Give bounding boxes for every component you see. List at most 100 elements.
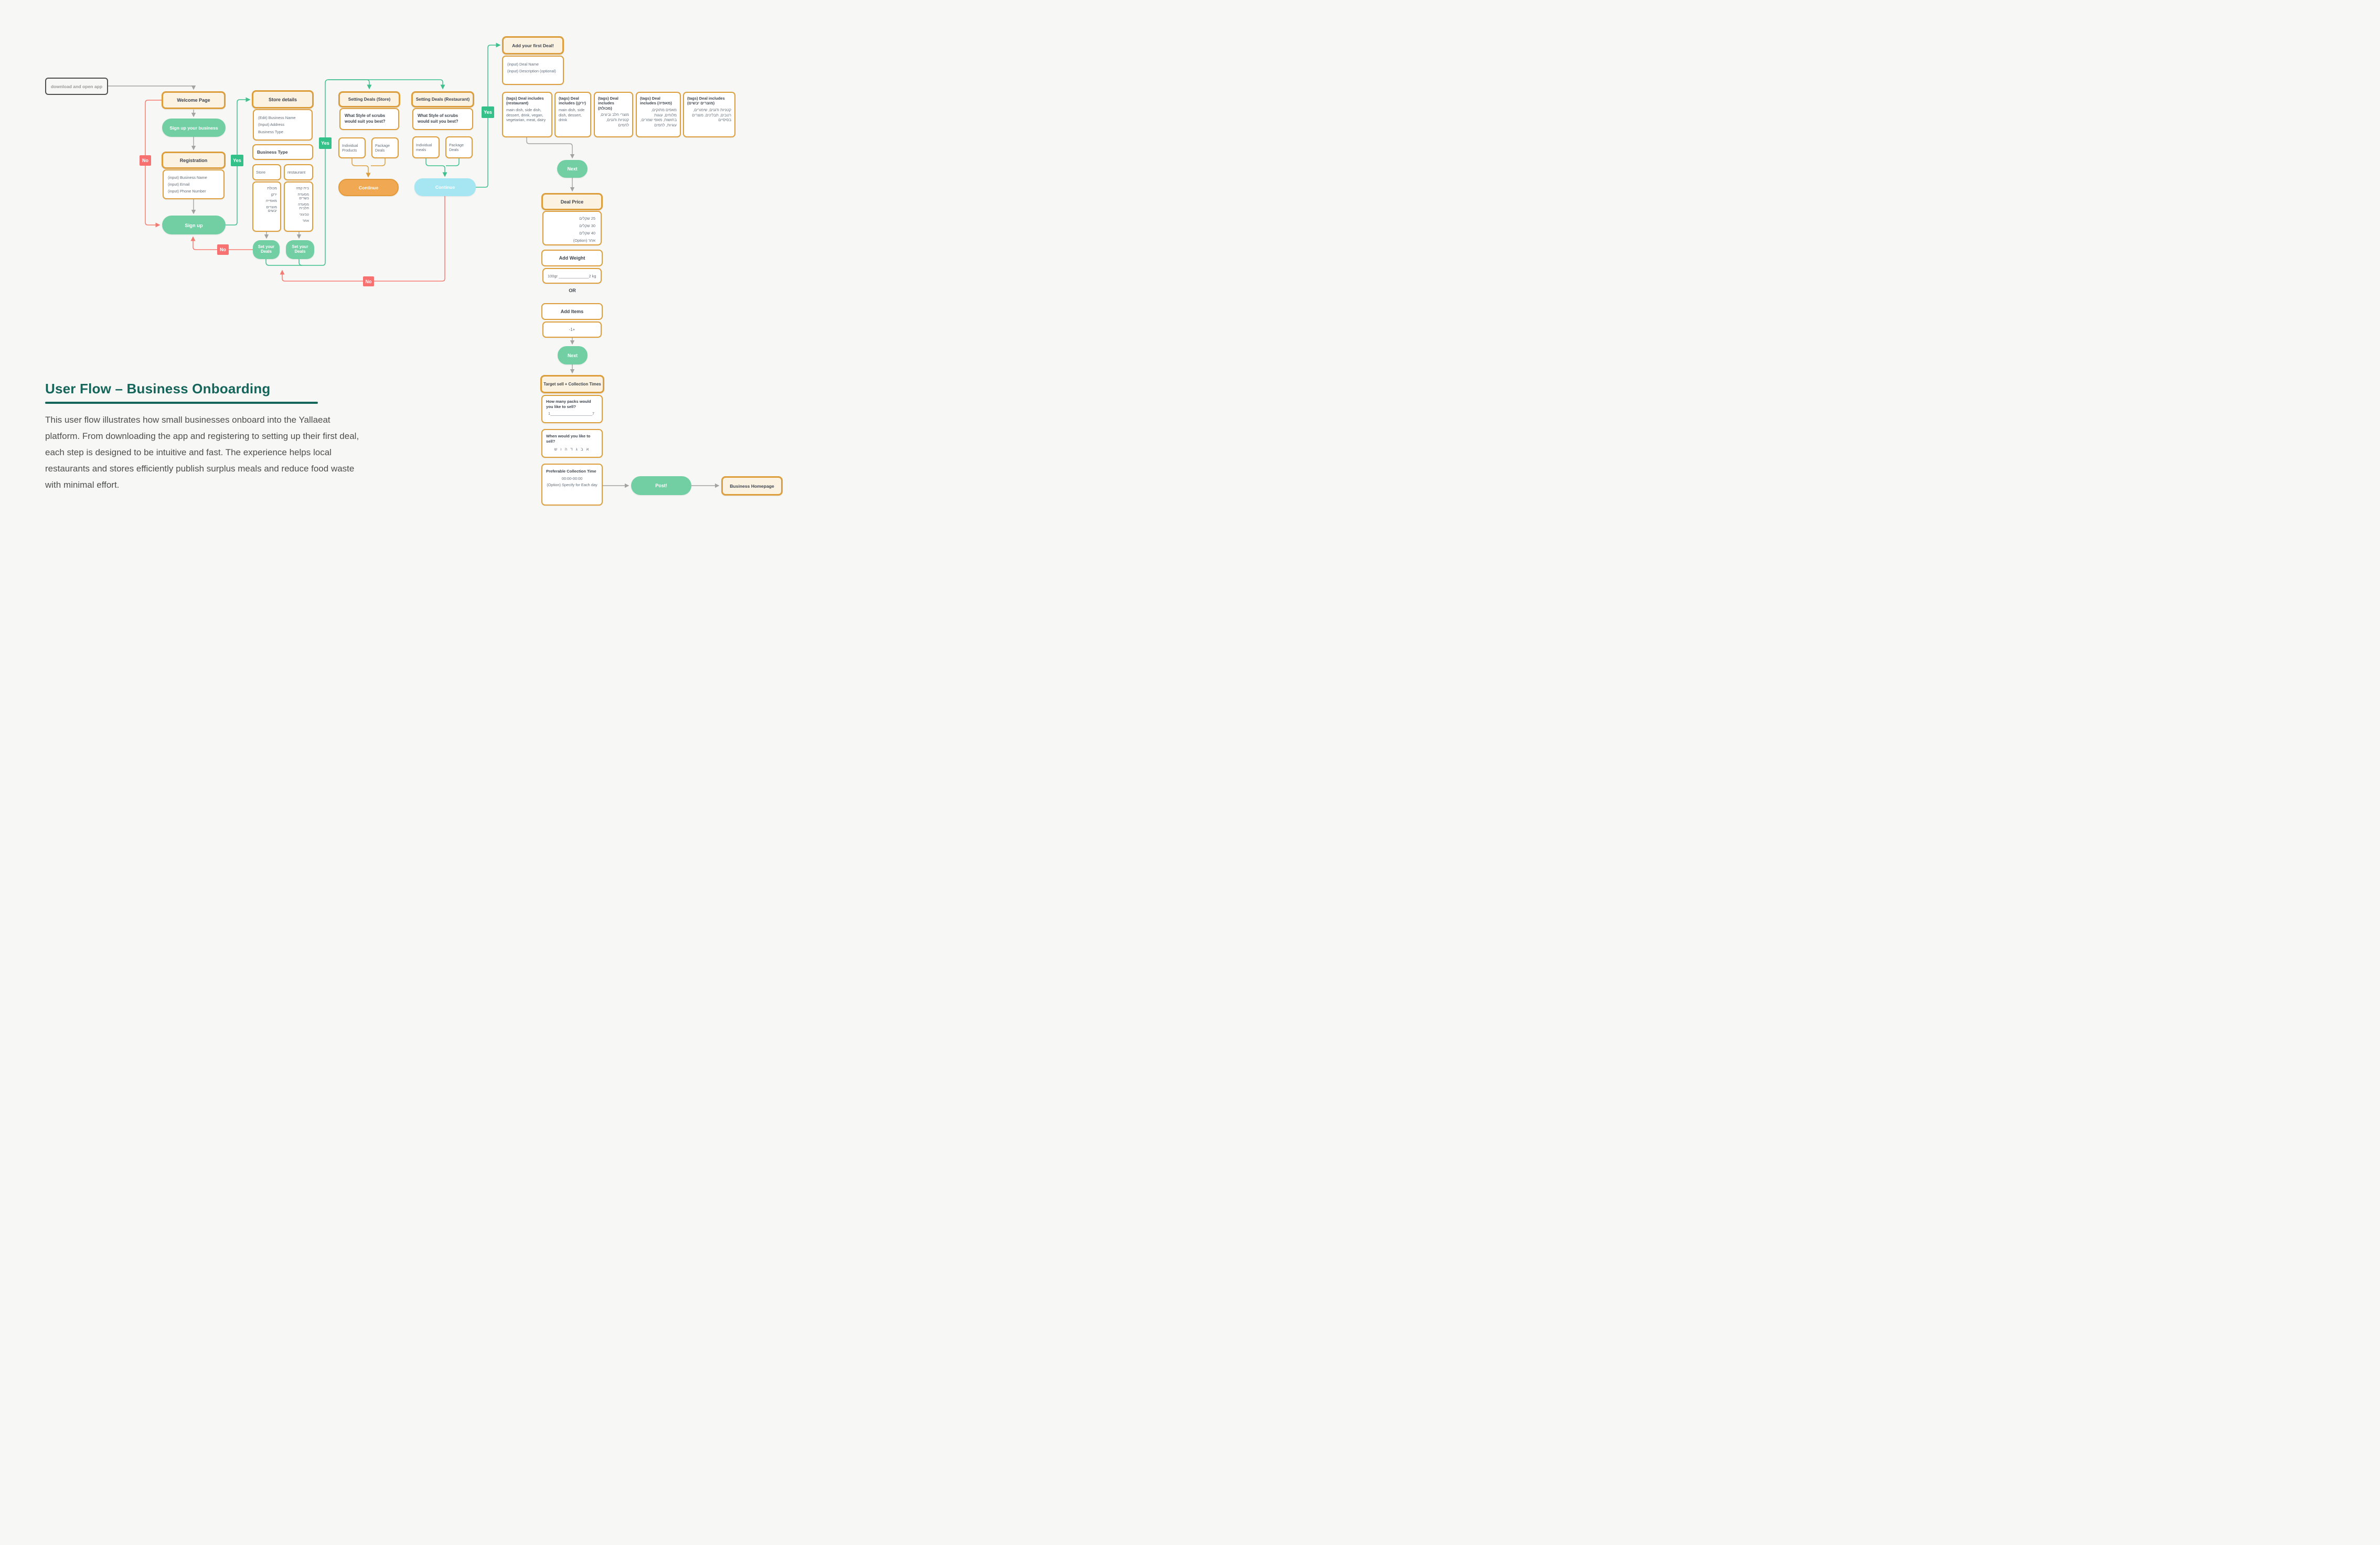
next-label: Next: [567, 352, 578, 358]
continue-restaurant-button[interactable]: Continue: [414, 178, 476, 196]
weight-range-label: 100gr ______________2 kg: [548, 273, 596, 278]
continue-restaurant-label: Continue: [435, 185, 455, 190]
store-type-label: Store: [256, 170, 266, 175]
business-type-node: Business Type: [252, 144, 313, 160]
individual-products-label: Individual Products: [342, 143, 358, 153]
deal-price-options[interactable]: 25 שקלים 30 שקלים 40 שקלים אחר (Option): [542, 211, 602, 245]
packs-question-node[interactable]: How many packs would you like to sell? 1…: [541, 395, 603, 423]
store-option[interactable]: מכולת: [267, 187, 277, 190]
tag-title: (tags) Deal includes (מוצרים יבשים): [687, 96, 725, 106]
tags-greengrocer-card: (tags) Deal includes (ירקן) main dish, s…: [554, 92, 591, 137]
store-type-node[interactable]: Store: [252, 164, 281, 180]
individual-products-option[interactable]: Individual Products: [338, 137, 366, 158]
add-items-stepper[interactable]: -1+: [542, 321, 602, 338]
package-deals-store-option[interactable]: Package Deals: [371, 137, 399, 158]
packs-range[interactable]: 1____________________7: [548, 411, 594, 416]
when-question: When would you like to sell?: [546, 434, 591, 444]
restaurant-option[interactable]: אחר: [302, 219, 309, 223]
individual-meals-label: Individual meals: [416, 142, 432, 152]
store-option[interactable]: מאפייה: [265, 199, 277, 203]
collection-option[interactable]: (Option) Specify for Each day: [547, 482, 597, 487]
no-badge-setdeals: No: [217, 244, 229, 255]
continue-store-label: Continue: [358, 185, 379, 190]
question-text: What Style of scrubs would suit you best…: [418, 113, 458, 124]
set-deals-store-button[interactable]: Set your Deals: [253, 240, 280, 259]
price-option[interactable]: 40 שקלים: [579, 231, 595, 235]
tags-bakery-card: (tags) Deal includes (מאפיה) מאפים מתוקי…: [636, 92, 681, 137]
tag-body: main dish, side dish, dessert, drink, ve…: [506, 107, 546, 123]
next-label: Next: [567, 166, 578, 171]
tag-body: קטניות ודגנים, שימורים, רטבים, תבלינים, …: [692, 107, 731, 123]
package-deals-store-label: Package Deals: [375, 143, 390, 153]
set-deals-store-label: Set your Deals: [258, 244, 275, 254]
welcome-page-node: Welcome Page: [162, 91, 226, 109]
setting-deals-restaurant-label: Setting Deals (Restaurant): [415, 97, 470, 102]
setting-deals-restaurant-node: Setting Deals (Restaurant): [411, 91, 474, 108]
registration-field-business-name: (input) Business Name: [168, 175, 207, 180]
collection-time-node[interactable]: Preferable Collection Time 00:00-00:00 (…: [541, 464, 603, 506]
add-weight-range[interactable]: 100gr ______________2 kg: [542, 268, 602, 284]
signup-business-label: Sign up your business: [169, 125, 218, 131]
add-weight-label: Add Weight: [559, 255, 585, 261]
restaurant-option[interactable]: טבעוני: [299, 213, 309, 217]
tag-body: מאפים מתוקים, מלוחים, עוגות בחושות, מאפי…: [640, 107, 677, 127]
download-open-app-label: download and open app: [50, 83, 103, 89]
yes-badge-continue: Yes: [482, 106, 494, 118]
store-field-edit-name: (Edit) Business Name: [258, 115, 296, 121]
post-button[interactable]: Post!: [631, 476, 691, 495]
page-title: User Flow – Business Onboarding: [45, 381, 271, 396]
tag-body: main dish, side dish, dessert, drink: [559, 107, 585, 123]
price-option[interactable]: אחר (Option): [573, 238, 595, 243]
store-details-label: Store details: [268, 96, 297, 102]
stepper-label: -1+: [569, 327, 575, 332]
packs-question: How many packs would you like to sell?: [546, 399, 591, 409]
next-button-1[interactable]: Next: [557, 160, 588, 178]
userflow-canvas: download and open app Welcome Page Sign …: [0, 0, 808, 534]
registration-field-email: (input) Email: [168, 181, 190, 187]
signup-button[interactable]: Sign up: [162, 216, 226, 234]
next-button-2[interactable]: Next: [558, 346, 588, 364]
title-underline: [45, 402, 318, 404]
deal-price-label: Deal Price: [560, 199, 584, 205]
package-deals-restaurant-option[interactable]: Package Deals: [445, 136, 473, 158]
store-option[interactable]: ירקן: [271, 193, 277, 197]
tags-dry-products-card: (tags) Deal includes (מוצרים יבשים) קטני…: [683, 92, 735, 137]
add-first-deal-label: Add your first Deal!: [512, 42, 554, 48]
restaurant-option[interactable]: בית קפה: [296, 187, 309, 190]
store-options-list[interactable]: מכולת ירקן מאפייה מוצרים יבשים: [252, 181, 281, 232]
when-sell-node[interactable]: When would you like to sell? א ב ג ד ה ו…: [541, 429, 603, 458]
collection-time-value[interactable]: 00:00-00:00: [561, 476, 583, 481]
no-badge-welcome: No: [140, 155, 151, 166]
tag-title: (tags) Deal includes (ירקן): [559, 96, 586, 106]
setting-deals-store-label: Setting Deals (Store): [348, 97, 391, 102]
signup-label: Sign up: [185, 222, 203, 228]
registration-fields: (input) Business Name (input) Email (inp…: [163, 169, 225, 199]
store-option[interactable]: מוצרים יבשים: [266, 206, 277, 213]
business-homepage-label: Business Homepage: [730, 483, 774, 489]
setting-deals-store-question: What Style of scrubs would suit you best…: [339, 108, 399, 130]
continue-store-button[interactable]: Continue: [338, 179, 399, 196]
tag-title: (tags) Deal includes (restaurant): [506, 96, 544, 106]
yes-badge-business-type: Yes: [319, 137, 332, 149]
page-description: This user flow illustrates how small bus…: [45, 415, 359, 490]
registration-node: Registration: [162, 152, 226, 169]
price-option[interactable]: 30 שקלים: [579, 223, 595, 228]
restaurant-option[interactable]: מסעדה חלבית: [298, 203, 309, 210]
restaurant-options-list[interactable]: בית קפה מסעדת בשרים מסעדה חלבית טבעוני א…: [284, 181, 313, 232]
store-details-node: Store details: [252, 90, 314, 109]
price-option[interactable]: 25 שקלים: [579, 216, 595, 221]
store-details-fields: (Edit) Business Name (Input) Address Bus…: [253, 109, 313, 141]
deal-price-node: Deal Price: [541, 193, 603, 210]
no-badge-continue: No: [363, 276, 374, 286]
restaurant-type-node[interactable]: restaurant: [284, 164, 313, 180]
set-deals-restaurant-button[interactable]: Set your Deals: [286, 240, 314, 259]
days-selector[interactable]: א ב ג ד ה ו ש: [554, 446, 590, 452]
business-type-label: Business Type: [257, 149, 288, 155]
store-field-business-type: Business Type: [258, 129, 283, 134]
add-first-deal-node: Add your first Deal!: [502, 36, 564, 55]
restaurant-option[interactable]: מסעדת בשרים: [297, 193, 309, 200]
tag-body: מוצרי חלב וביצים, קטניות ודגנים, לחמים: [600, 112, 629, 127]
individual-meals-option[interactable]: Individual meals: [412, 136, 440, 158]
deal-description-field: (input) Description (optional): [507, 69, 556, 74]
signup-business-button[interactable]: Sign up your business: [162, 119, 226, 137]
